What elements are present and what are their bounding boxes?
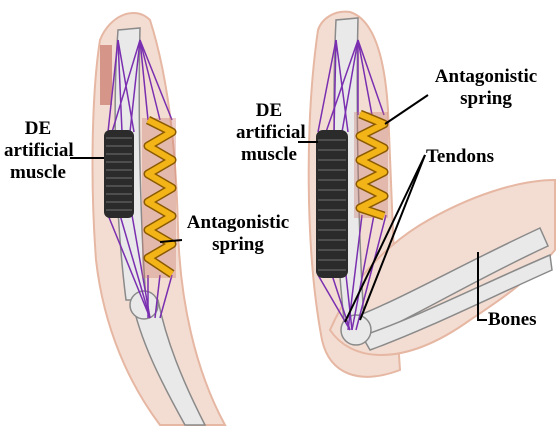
right-muscle-label-line3: muscle [236,144,302,166]
right-de-muscle [316,130,348,278]
left-muscle-label-line1: DE [4,118,72,140]
left-spring-label-line2: spring [178,234,298,256]
left-spring [142,118,176,278]
right-muscle-label-line1: DE [236,100,302,122]
right-muscle-label-line2: artificial [236,122,302,144]
left-red-muscle [100,45,112,105]
right-spring-label-line1: Antagonistic [426,66,546,88]
left-spring-label-line1: Antagonistic [178,212,298,234]
bones-label: Bones [488,309,554,331]
right-spring [354,112,388,218]
left-spring-label: Antagonistic spring [178,212,298,256]
left-muscle-label-line2: artificial [4,140,72,162]
right-spring-leader [385,95,428,124]
tendons-label: Tendons [426,146,526,168]
left-muscle-label-line3: muscle [4,162,72,184]
left-de-muscle [104,130,134,218]
right-spring-label-line2: spring [426,88,546,110]
right-muscle-label: DE artificial muscle [236,100,302,166]
right-spring-label: Antagonistic spring [426,66,546,110]
left-muscle-label: DE artificial muscle [4,118,72,184]
